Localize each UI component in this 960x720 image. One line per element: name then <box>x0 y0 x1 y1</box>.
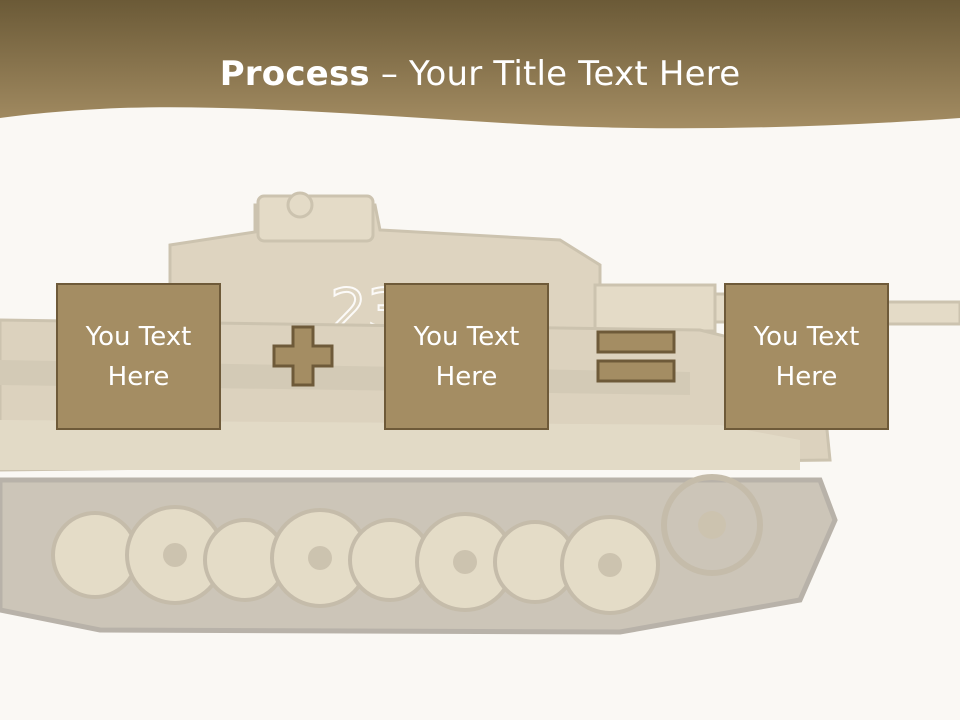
title-bold: Process <box>219 54 370 94</box>
equals-icon <box>596 330 676 383</box>
process-box-2-label: You Text Here <box>413 321 520 392</box>
process-box-2[interactable]: You Text Here <box>384 283 549 430</box>
plus-icon <box>272 325 334 387</box>
process-box-3-label: You Text Here <box>753 321 860 392</box>
process-box-1[interactable]: You Text Here <box>56 283 221 430</box>
process-box-3[interactable]: You Text Here <box>724 283 889 430</box>
slide-title: Process – Your Title Text Here <box>0 52 960 96</box>
process-box-1-label: You Text Here <box>85 321 192 392</box>
title-rest: – Your Title Text Here <box>369 54 741 94</box>
header-band <box>0 0 960 129</box>
